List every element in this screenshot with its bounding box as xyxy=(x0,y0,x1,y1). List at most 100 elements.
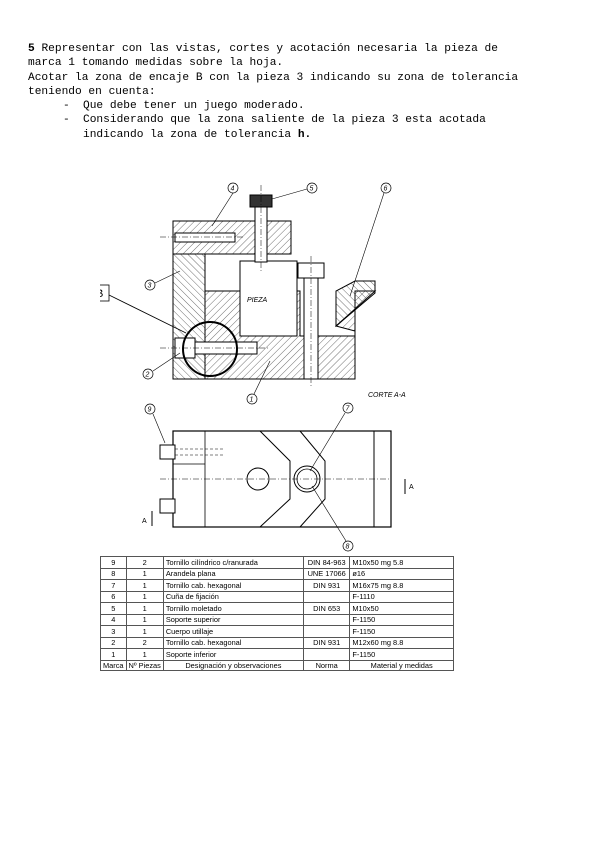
parts-cell-designacion: Tornillo cab. hexagonal xyxy=(162,579,304,592)
requirements-list: -Que debe tener un juego moderado. -Cons… xyxy=(28,99,588,142)
balloon-2: 2 xyxy=(145,372,150,379)
problem-line-3: Acotar la zona de encaje B con la pieza … xyxy=(28,71,519,84)
problem-line-1: 5 Representar con las vistas, cortes y a… xyxy=(28,42,588,56)
parts-cell-material: F-1150 xyxy=(349,613,454,626)
workpiece xyxy=(239,260,298,337)
parts-cell-norma: DIN 653 xyxy=(302,602,351,615)
parts-cell-piezas: 1 xyxy=(125,625,164,638)
parts-cell-marca: 2 xyxy=(100,636,127,649)
parts-cell-designacion: Soporte superior xyxy=(162,613,304,626)
parts-cell-marca: 6 xyxy=(100,590,127,603)
parts-cell-designacion: Tornillo cab. hexagonal xyxy=(162,636,304,649)
parts-cell-material: F-1150 xyxy=(349,625,454,638)
parts-cell-marca: 5 xyxy=(100,602,127,615)
section-label: CORTE A-A xyxy=(368,392,406,399)
screw-9-plan-top xyxy=(159,444,176,460)
parts-cell-norma: UNE 17066 xyxy=(302,567,351,580)
parts-cell-material: M10x50 xyxy=(349,602,454,615)
parts-cell-piezas: 2 xyxy=(125,556,164,569)
parts-cell-material: M10x50 mg 5.8 xyxy=(349,556,454,569)
balloon-4: 4 xyxy=(231,186,235,193)
parts-cell-designacion: Soporte inferior xyxy=(162,648,304,661)
parts-cell-piezas: 1 xyxy=(125,590,164,603)
balloon-5: 5 xyxy=(310,186,314,193)
parts-cell-piezas: 1 xyxy=(125,648,164,661)
parts-cell-marca: 3 xyxy=(100,625,127,638)
parts-cell-material: ø16 xyxy=(349,567,454,580)
assembly-drawing: PIEZA B xyxy=(90,182,414,552)
balloon-8: 8 xyxy=(346,544,350,551)
parts-list-header: Marca Nº Piezas Designación y observacio… xyxy=(100,659,454,671)
balloon-7: 7 xyxy=(346,406,351,413)
requirement-text-cont: indicando la zona de tolerancia xyxy=(83,128,292,141)
parts-cell-norma xyxy=(302,613,351,626)
balloons: 4 5 6 3 2 1 7 xyxy=(142,182,392,552)
requirement-item: -Que debe tener un juego moderado. xyxy=(28,99,588,113)
balloon-6: 6 xyxy=(384,186,388,193)
header-material: Material y medidas xyxy=(349,659,454,671)
plan-view: A A xyxy=(142,430,414,528)
problem-text-1: Representar con las vistas, cortes y aco… xyxy=(41,43,498,55)
requirement-text: Que debe tener un juego moderado. xyxy=(83,100,305,113)
parts-cell-material: M16x75 mg 8.8 xyxy=(349,579,454,592)
parts-cell-marca: 8 xyxy=(100,567,127,580)
body-column xyxy=(172,253,206,380)
parts-cell-designacion: Cuerpo utillaje xyxy=(162,625,304,638)
requirement-item: -Considerando que la zona saliente de la… xyxy=(28,113,588,127)
header-norma: Norma xyxy=(302,659,351,671)
parts-cell-marca: 9 xyxy=(100,556,127,569)
parts-cell-material: F-1110 xyxy=(349,590,454,603)
parts-cell-piezas: 1 xyxy=(125,602,164,615)
header-marca: Marca xyxy=(100,659,127,671)
bullet-dash: - xyxy=(63,100,70,113)
problem-statement: 5 Representar con las vistas, cortes y a… xyxy=(28,42,588,142)
parts-cell-norma xyxy=(302,590,351,603)
tolerance-h: h. xyxy=(297,128,312,141)
parts-cell-piezas: 1 xyxy=(125,613,164,626)
parts-cell-marca: 1 xyxy=(100,648,127,661)
screw-9-plan-bottom xyxy=(159,498,176,514)
bullet-dash: - xyxy=(63,114,70,127)
label-b: B xyxy=(100,288,103,300)
problem-line-2: marca 1 tomando medidas sobre la hoja. xyxy=(28,57,284,70)
parts-cell-material: M12x60 mg 8.8 xyxy=(349,636,454,649)
header-piezas: Nº Piezas xyxy=(125,659,164,671)
parts-cell-designacion: Tornillo cilíndrico c/ranurada xyxy=(162,556,304,569)
parts-cell-norma: DIN 84-963 xyxy=(302,556,351,569)
parts-cell-marca: 4 xyxy=(100,613,127,626)
knurled-screw-plan xyxy=(246,467,270,491)
parts-cell-marca: 7 xyxy=(100,579,127,592)
balloon-9: 9 xyxy=(148,407,152,414)
parts-cell-norma: DIN 931 xyxy=(302,636,351,649)
problem-line-4: teniendo en cuenta: xyxy=(28,85,156,98)
section-view: PIEZA B xyxy=(90,185,406,399)
parts-cell-designacion: Cuña de fijación xyxy=(162,590,304,603)
parts-cell-norma xyxy=(302,625,351,638)
parts-cell-piezas: 2 xyxy=(125,636,164,649)
requirement-text: Considerando que la zona saliente de la … xyxy=(83,114,486,127)
parts-cell-material: F-1150 xyxy=(349,648,454,661)
parts-cell-designacion: Arandela plana xyxy=(162,567,304,580)
header-designacion: Designación y observaciones xyxy=(162,659,304,671)
technical-drawing: PIEZA B xyxy=(90,181,454,553)
parts-cell-norma xyxy=(302,648,351,661)
parts-cell-norma: DIN 931 xyxy=(302,579,351,592)
section-mark-a-right: A xyxy=(409,484,414,491)
parts-cell-designacion: Tornillo moletado xyxy=(162,602,304,615)
wedge xyxy=(335,280,376,328)
section-mark-a-left: A xyxy=(142,518,147,525)
balloon-1: 1 xyxy=(250,397,254,404)
balloon-3: 3 xyxy=(148,283,152,290)
screw-9-section xyxy=(174,232,236,243)
problem-number: 5 xyxy=(28,43,35,55)
